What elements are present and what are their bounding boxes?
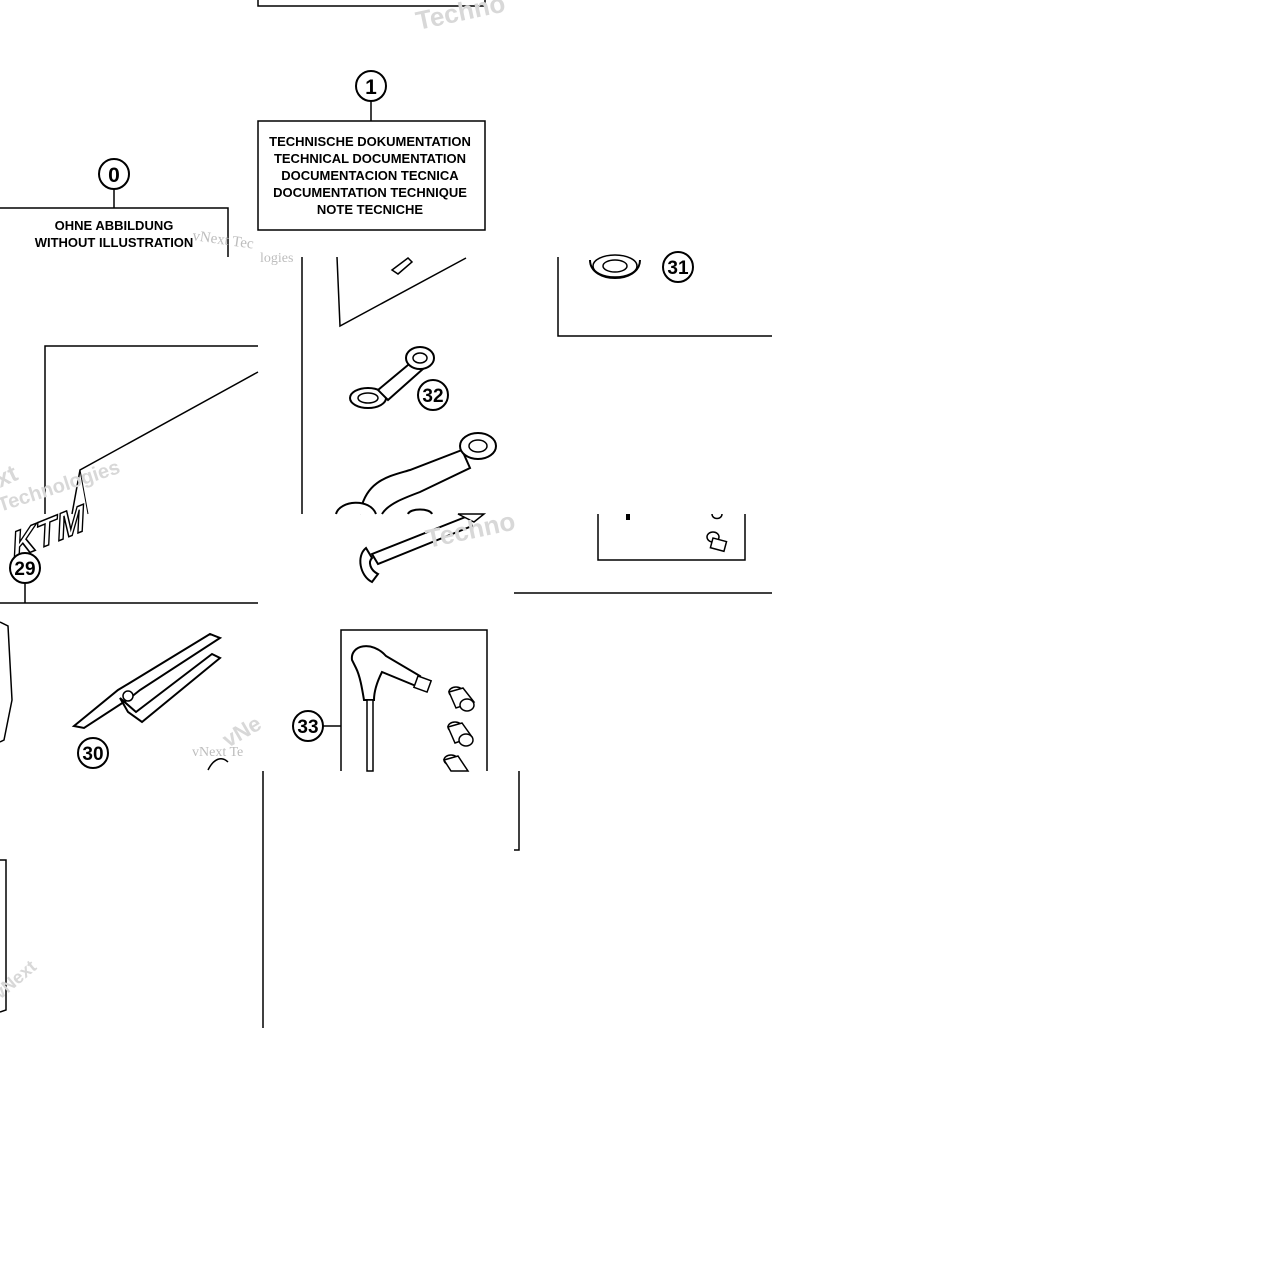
watermark-6: vNext Te	[192, 745, 243, 760]
technical-documentation-box	[257, 120, 486, 231]
pin-icon	[626, 514, 630, 520]
pliers-icon	[71, 632, 223, 730]
tile-pliers: 29 30 vNext Te vNe	[0, 552, 265, 771]
bottom-right-fragment	[514, 771, 520, 851]
box0-line1: OHNE ABBILDUNG	[55, 218, 174, 233]
pouch-edge	[0, 621, 13, 743]
box1-line2: TECHNICAL DOCUMENTATION	[274, 151, 466, 166]
tool-fragment	[207, 757, 229, 771]
callout-32-label: 32	[422, 386, 443, 407]
box1-line5: NOTE TECNICHE	[317, 202, 424, 217]
tile-wrenches: 32 logies	[260, 251, 497, 515]
watermark-1: Techno	[413, 0, 508, 36]
callout-30-label: 30	[82, 744, 103, 765]
socket-icon	[589, 254, 641, 279]
callout-31-label: 31	[667, 258, 689, 279]
box1-line1: TECHNISCHE DOKUMENTATION	[269, 134, 471, 149]
t-handle-icon	[350, 645, 433, 772]
tile-item-31: 31	[557, 251, 772, 337]
small-parts-box	[597, 514, 746, 561]
callout-1-label: 1	[365, 76, 377, 99]
nut-fragment-icon	[711, 513, 723, 520]
manual-cover-edge	[71, 371, 259, 515]
tile-bottom: vNext	[0, 771, 520, 1028]
manual-spine	[79, 469, 89, 515]
top-box-remnant	[257, 0, 486, 7]
manual-frame	[44, 345, 258, 514]
callout-30-circle	[77, 737, 109, 769]
callout-31-circle	[662, 251, 694, 283]
box1-line4: DOCUMENTATION TECHNIQUE	[273, 185, 467, 200]
open-end-wrench-icon	[359, 513, 487, 584]
tile-small-parts	[514, 513, 772, 594]
tile-top: 1 TECHNISCHE DOKUMENTATION TECHNICAL DOC…	[0, 0, 508, 257]
bottom-left-fragment	[0, 859, 7, 1013]
tile-manual: KTM xt Technologies	[0, 345, 259, 568]
callout-32-circle	[417, 379, 449, 411]
tile-open-wrench: Techno	[359, 506, 518, 584]
logo-fragment	[390, 257, 414, 275]
t-handle-box	[340, 629, 488, 771]
box0-line2: WITHOUT ILLUSTRATION	[35, 235, 194, 250]
socket-bits-icon	[442, 686, 476, 772]
callout-29-label: 29	[14, 559, 35, 580]
watermark-5: Techno	[423, 506, 518, 554]
manual-corner	[336, 256, 467, 328]
box1-line3: DOCUMENTACION TECNICA	[281, 168, 459, 183]
without-illustration-box	[0, 207, 229, 257]
bit-icon	[706, 531, 728, 553]
watermark-7: logies	[260, 251, 293, 266]
watermark-2: vNext Tec	[191, 228, 255, 252]
tile-t-handle: 33	[292, 629, 488, 772]
item-31-frame	[557, 257, 772, 337]
callout-fragment	[407, 508, 433, 515]
callout-33-label: 33	[297, 717, 318, 738]
box-wrench-icon	[335, 432, 497, 515]
callout-0-label: 0	[108, 164, 120, 187]
ring-wrench-icon	[349, 346, 435, 409]
